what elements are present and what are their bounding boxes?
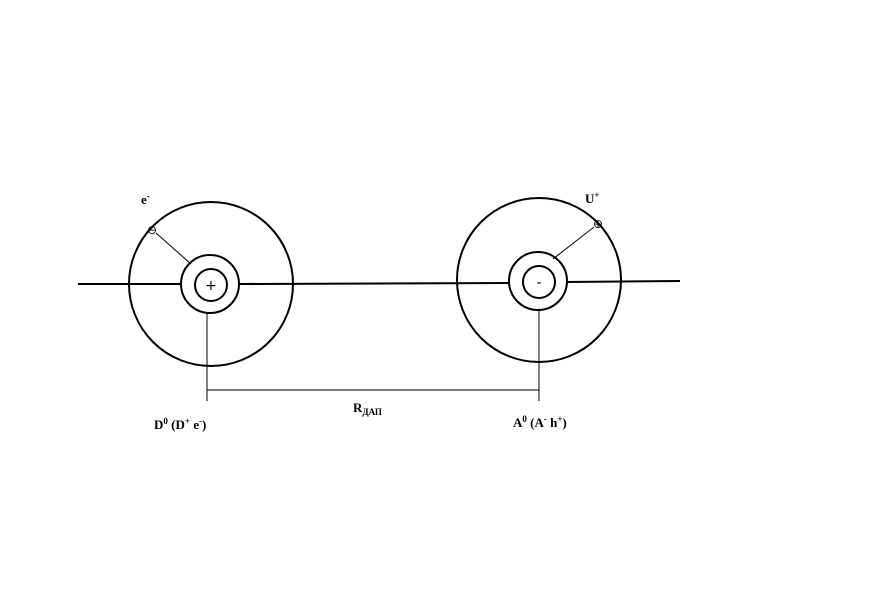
donor-shell	[180, 254, 240, 314]
donor-core-sign: +	[205, 278, 217, 294]
donor-center: + ⊖	[128, 201, 294, 401]
acceptor-shell	[508, 251, 568, 311]
axis-line-middle	[237, 282, 511, 285]
electron-symbol: ⊖	[147, 223, 157, 237]
donor-orbit	[128, 201, 294, 367]
acceptor-core	[522, 265, 556, 299]
axis-line-right	[565, 280, 681, 283]
electron-label: e-	[141, 191, 150, 207]
acceptor-core-sign: -	[536, 275, 541, 291]
acceptor-center: - ⊕	[456, 197, 622, 401]
acceptor-label: A0 (A- h+)	[513, 414, 567, 430]
donor-label: D0 (D+ e-)	[154, 416, 206, 432]
hole-symbol: ⊕	[593, 217, 603, 231]
donor-core	[194, 268, 228, 302]
electron-bond-line	[155, 232, 192, 265]
hole-bond-line	[552, 226, 595, 260]
distance-label: RДАП	[353, 400, 382, 417]
hole-label: U+	[585, 190, 600, 206]
